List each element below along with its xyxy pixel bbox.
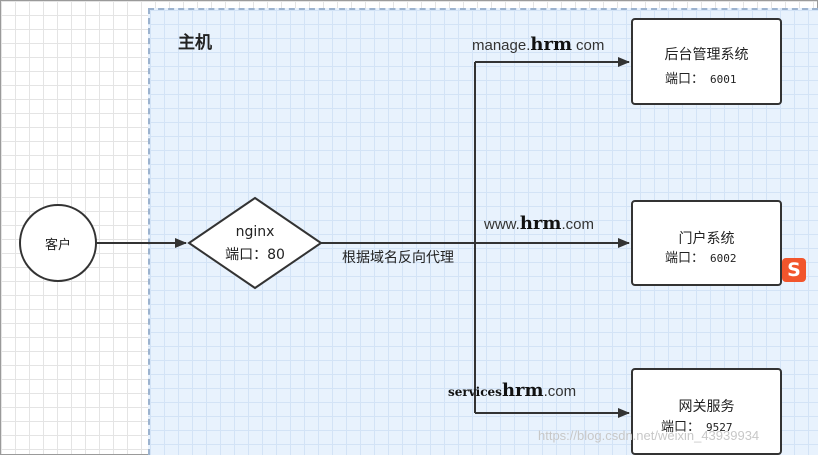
system-port-number: 6001 xyxy=(710,73,737,86)
system-box-admin: 后台管理系统 端口： 6001 xyxy=(631,18,782,105)
nginx-name: nginx xyxy=(235,224,275,240)
system-box-gateway: 网关服务 端口： 9527 xyxy=(631,368,782,455)
sogou-logo-icon: S xyxy=(782,258,806,282)
system-title: 后台管理系统 xyxy=(664,47,749,63)
system-port-label: 端口： xyxy=(665,251,705,266)
route-domain: hrm xyxy=(519,213,562,234)
host-title: 主机 xyxy=(178,33,212,53)
route-prefix: manage. xyxy=(472,37,531,54)
system-port: 端口： 6001 xyxy=(665,68,737,87)
system-port-label: 端口： xyxy=(665,72,705,87)
system-title: 门户系统 xyxy=(678,231,735,247)
system-title: 网关服务 xyxy=(678,399,735,415)
system-port-number: 9527 xyxy=(706,421,733,434)
system-port-number: 6002 xyxy=(710,252,737,265)
watermark: https://blog.csdn.net/weixin_43939934 xyxy=(538,428,760,443)
system-box-portal: 门户系统 端口： 6002 xyxy=(631,200,782,286)
nginx-port: 端口：80 xyxy=(225,247,285,263)
route-domain: hrm xyxy=(501,380,544,401)
route-label-www: www.hrm.com xyxy=(484,213,594,234)
system-port: 端口： 9527 xyxy=(661,416,733,435)
client-label: 客户 xyxy=(44,238,71,253)
system-port: 端口： 6002 xyxy=(665,247,737,266)
route-suffix: .com xyxy=(543,383,577,400)
edge-label-reverse-proxy: 根据域名反向代理 xyxy=(342,250,454,266)
nginx-node xyxy=(187,196,323,290)
route-suffix: .com xyxy=(561,216,594,233)
system-port-label: 端口： xyxy=(661,420,701,435)
route-prefix: services xyxy=(448,385,502,399)
route-domain: hrm xyxy=(530,34,572,55)
route-prefix: www. xyxy=(484,216,520,233)
route-label-services: serviceshrm.com xyxy=(448,380,576,401)
route-suffix: com xyxy=(576,37,605,54)
